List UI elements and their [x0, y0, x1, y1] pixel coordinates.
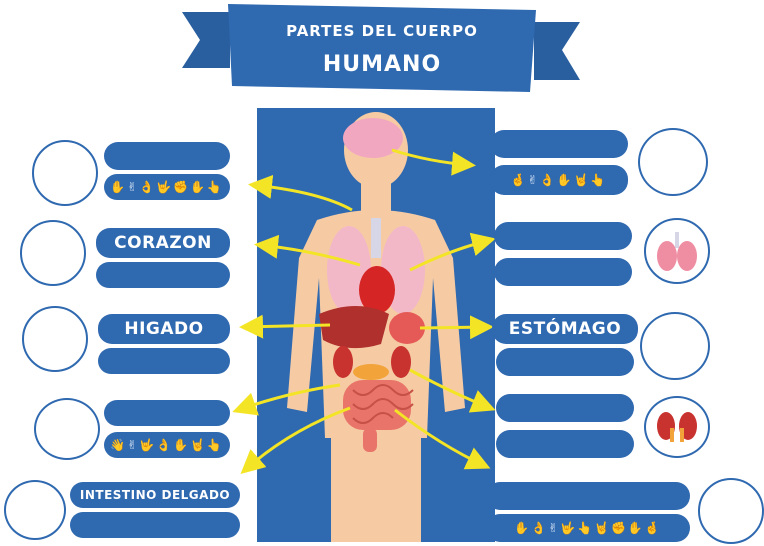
answer-circle-right-3[interactable] [640, 312, 710, 380]
blank-label-right-4[interactable] [496, 348, 634, 376]
title-line-1: PARTES DEL CUERPO [286, 22, 478, 40]
title-line-2: HUMANO [322, 52, 442, 77]
blank-label-right-5[interactable] [496, 394, 634, 422]
body-panel [257, 108, 495, 542]
lungs-image-circle [644, 218, 710, 284]
human-body-figure [287, 112, 465, 542]
blank-label-left-2[interactable] [96, 262, 230, 288]
answer-circle-left-4[interactable] [34, 398, 100, 460]
blank-label-right-3[interactable] [494, 258, 632, 286]
kidneys-image-circle [644, 396, 710, 458]
brain-icon [343, 118, 403, 158]
answer-circle-left-2[interactable] [20, 220, 86, 286]
answer-circle-left-1[interactable] [32, 140, 98, 206]
label-intestino-delgado: INTESTINO DELGADO [70, 482, 240, 508]
blank-label-left-4[interactable] [104, 400, 230, 426]
blank-label-right-7[interactable] [486, 482, 690, 510]
label-higado: HIGADO [98, 314, 230, 344]
answer-circle-left-3[interactable] [22, 306, 88, 372]
lungs-icon [657, 232, 697, 271]
answer-circle-right-1[interactable] [638, 128, 708, 196]
blank-label-left-3[interactable] [98, 348, 230, 374]
blank-label-left-5[interactable] [70, 512, 240, 538]
sign-language-strip-left-1: ✋✌👌🤟✊✋👆 [104, 174, 230, 200]
kidneys-icon [657, 412, 697, 442]
sign-language-strip-left-4: 👋✌🤟👌✋🤘👆 [104, 432, 230, 458]
sign-language-strip-right-5: ✋👌✌🤟👆🤘✊✋🤞 [486, 514, 690, 542]
answer-circle-right-5[interactable] [698, 478, 764, 544]
sign-language-strip-right-1: 🤞✌👌✋🤘👆 [490, 165, 628, 195]
blank-label-right-1[interactable] [490, 130, 628, 158]
blank-label-right-2[interactable] [494, 222, 632, 250]
label-estomago: ESTÓMAGO [492, 314, 638, 344]
title-banner [182, 4, 580, 92]
answer-circle-left-5[interactable] [4, 480, 66, 540]
blank-label-left-1[interactable] [104, 142, 230, 170]
label-corazon: CORAZON [96, 228, 230, 258]
blank-label-right-6[interactable] [496, 430, 634, 458]
